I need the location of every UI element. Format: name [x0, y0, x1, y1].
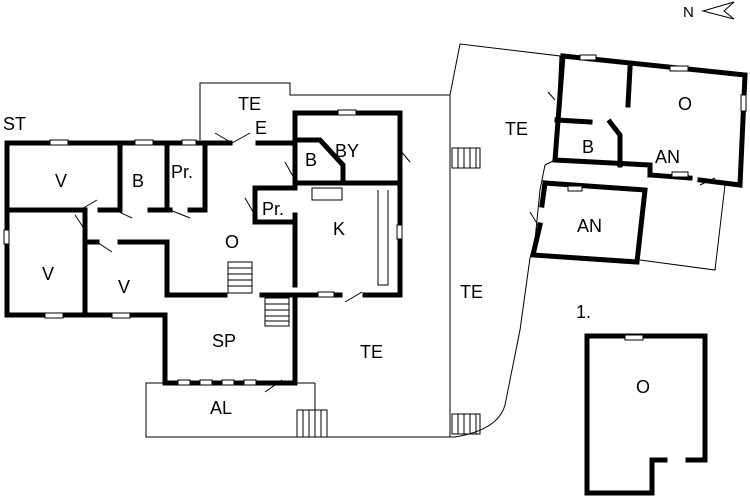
north-arrow-icon [701, 1, 735, 20]
stair-main-interior [227, 261, 253, 294]
compass-label: N [683, 4, 694, 21]
room-label-pr1: Pr. [171, 162, 193, 182]
room-label-sp: SP [212, 331, 236, 351]
room-label-v3: V [118, 277, 130, 297]
stair-middle-bottom [451, 413, 481, 435]
stair-south [295, 382, 328, 438]
room-label-b1: B [132, 171, 144, 191]
room-label-v2: V [42, 264, 54, 284]
windows [3, 54, 747, 386]
room-label-te-south: TE [360, 342, 383, 362]
room-label-v1: V [55, 171, 67, 191]
annex-walls [584, 333, 708, 496]
doors [74, 91, 716, 393]
room-label-te-entry: TE [238, 94, 261, 114]
room-label-te-north: TE [505, 119, 528, 139]
room-label-an2: AN [577, 216, 602, 236]
terrace-outline-north [639, 179, 726, 271]
room-label-o-north: O [678, 94, 692, 114]
room-label-al: AL [210, 398, 232, 418]
room-label-pr2: Pr. [262, 199, 284, 219]
room-label-st: ST [3, 114, 26, 134]
terrace-outline-middle [449, 43, 561, 438]
compass: N [683, 1, 735, 21]
annex-number-label: 1. [576, 302, 591, 322]
room-label-te-middle: TE [460, 282, 483, 302]
room-label-by: BY [335, 141, 359, 161]
room-labels: ST TE E V B Pr. B BY Pr. O K V V SP AL T… [3, 94, 692, 418]
room-label-k: K [333, 219, 345, 239]
room-label-b3: B [582, 137, 594, 157]
stair-sp [264, 297, 290, 327]
stairs [227, 147, 481, 438]
stair-middle-top [451, 147, 481, 169]
room-label-an1: AN [655, 147, 680, 167]
north-building-walls [529, 53, 748, 265]
room-label-o-main: O [225, 232, 239, 252]
room-label-b2: B [305, 150, 317, 170]
room-label-o-annex: O [636, 377, 650, 397]
room-label-e: E [255, 118, 267, 138]
